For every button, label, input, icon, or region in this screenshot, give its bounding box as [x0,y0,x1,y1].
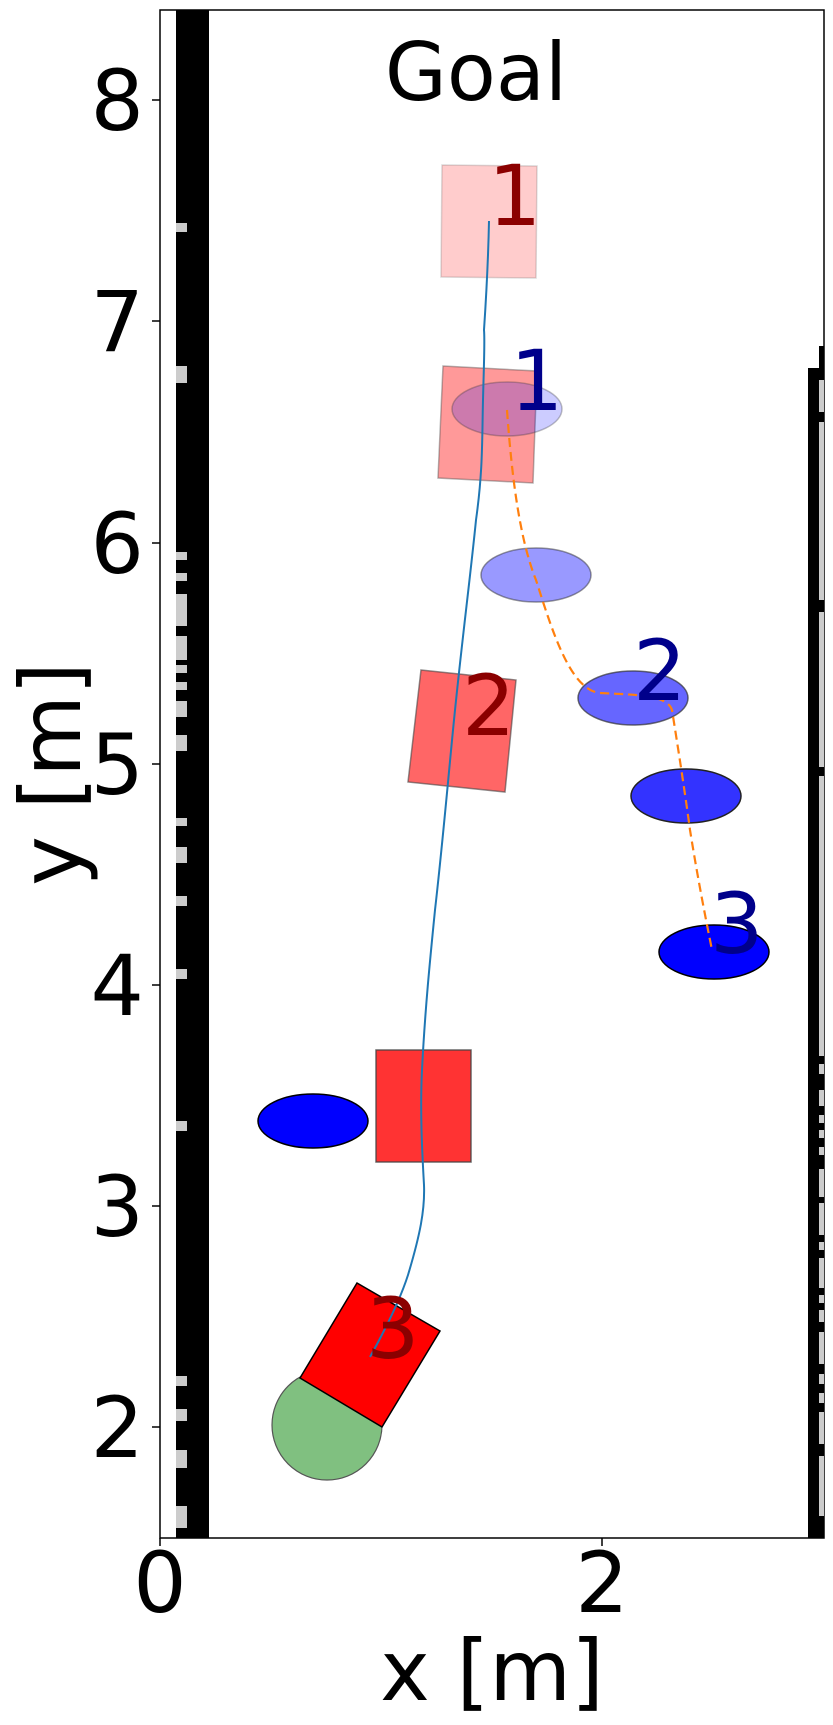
x-tick-0: 0 [133,1534,186,1632]
red-box-2 [407,669,517,793]
blue-ellipse-obstacle [257,1093,369,1149]
object-trajectory [505,409,714,951]
goal-label: Goal [385,26,567,119]
red-label-2: 2 [462,657,515,755]
y-tick-6: 6 [91,495,144,593]
blue-label-1: 1 [510,332,563,430]
blue-ellipse-1 [451,381,563,437]
y-axis-label: y [m] [2,662,100,886]
blue-ellipse-2 [577,670,689,726]
left-wall [176,10,209,1538]
y-tick-3: 3 [91,1158,144,1256]
y-tick-7: 7 [91,273,144,371]
y-tick-8: 8 [91,52,144,150]
blue-ellipse-1b [480,547,592,603]
x-axis [159,1538,603,1546]
red-label-1: 1 [488,147,541,245]
blue-label-3: 3 [710,875,763,973]
x-axis-label: x [m] [380,1622,604,1720]
red-box-1b [437,365,538,484]
robot-trajectory [369,220,490,1358]
blue-label-2: 2 [633,622,686,720]
x-tick-2: 2 [575,1534,628,1632]
blue-ellipse-3 [658,924,770,980]
y-tick-4: 4 [91,937,144,1035]
right-wall [808,346,824,1538]
y-axis [152,99,160,1428]
red-box-2b [375,1049,472,1163]
y-tick-5: 5 [91,716,144,814]
blue-ellipse-2b [630,768,742,824]
red-label-3: 3 [366,1280,419,1378]
y-tick-2: 2 [91,1379,144,1477]
